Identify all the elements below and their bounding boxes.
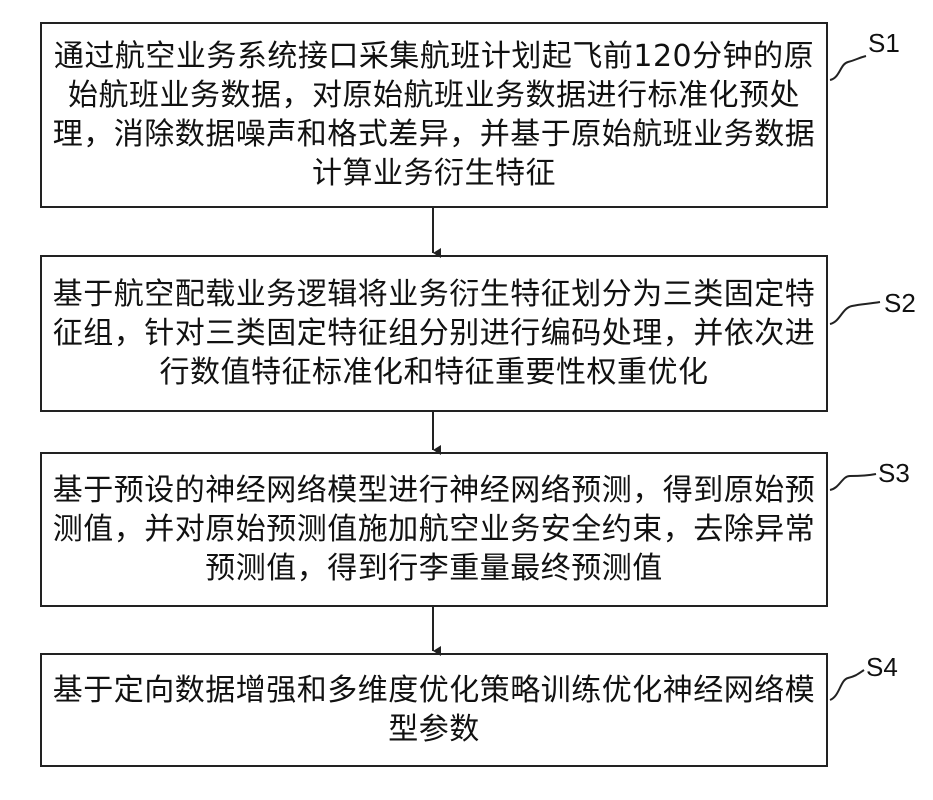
leader-s3 [830, 474, 876, 490]
leader-s4 [830, 670, 864, 700]
leader-s2 [830, 302, 880, 324]
leader-s1 [830, 56, 866, 80]
